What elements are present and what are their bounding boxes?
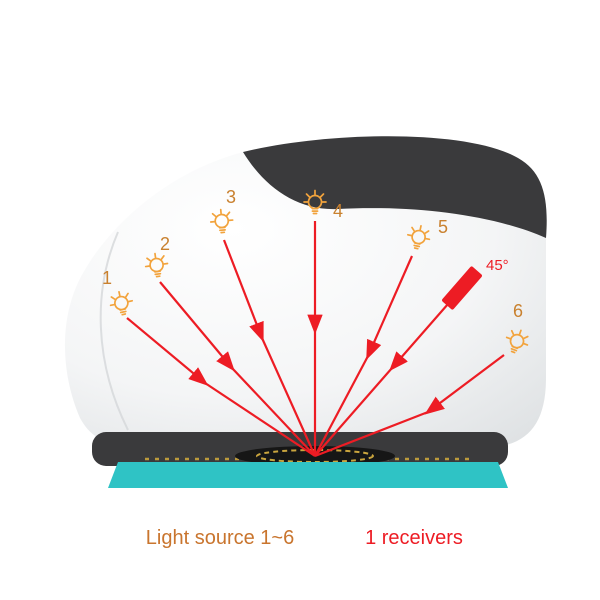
caption-light-sources: Light source 1~6	[146, 527, 294, 549]
ray-5	[366, 255, 414, 361]
test-platform	[108, 462, 508, 488]
receiver-angle-bar	[442, 266, 482, 310]
ray-2	[159, 281, 235, 372]
light-number-5: 5	[438, 217, 448, 237]
caption-receivers: 1 receivers	[365, 527, 463, 549]
ray-1	[126, 317, 209, 386]
ray-6	[424, 354, 505, 415]
light-number-4: 4	[333, 201, 343, 221]
ray-3	[222, 239, 264, 343]
ray-receiver	[389, 303, 449, 372]
body-crease	[99, 231, 129, 431]
light-number-6: 6	[513, 301, 523, 321]
light-number-2: 2	[160, 234, 170, 254]
ray-5-tail	[314, 355, 369, 457]
ray-6-tail	[314, 410, 429, 458]
light-numbers: 1 2 3 4 5 6	[102, 187, 523, 321]
light-number-1: 1	[102, 268, 112, 288]
ray-3-tail	[260, 337, 317, 457]
light-number-3: 3	[226, 187, 236, 207]
ray-receiver-tail	[314, 367, 393, 457]
ray-1-tail	[204, 382, 316, 457]
ray-2-tail	[231, 367, 316, 457]
device-top-cover	[243, 136, 547, 238]
angle-label: 45°	[486, 257, 509, 274]
light-rays	[126, 221, 505, 458]
device-body	[64, 136, 547, 446]
